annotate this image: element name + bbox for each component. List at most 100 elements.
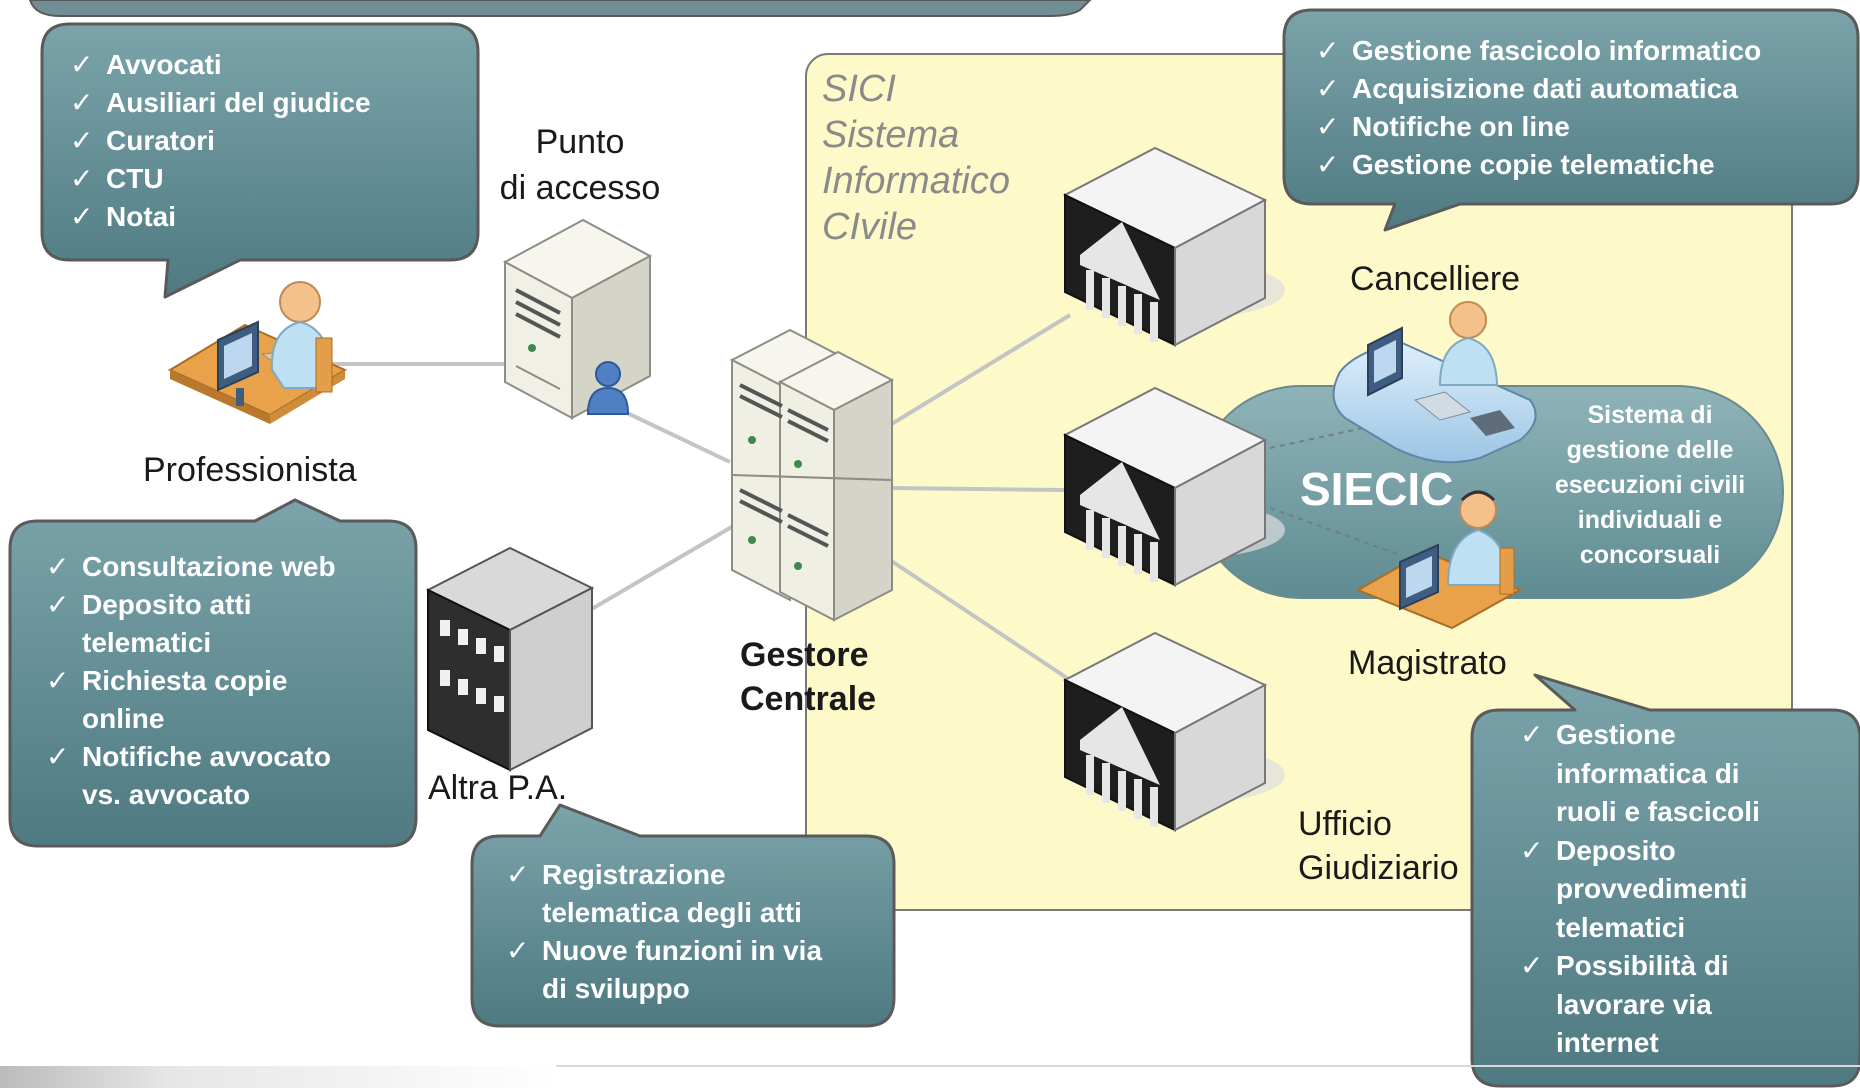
callout-item-text: informatica di [1556, 757, 1740, 789]
callout-item: ✓ Registrazione telematica degli atti [506, 856, 822, 932]
callout-item-text: ruoli e fascicoli [1556, 796, 1760, 827]
callout-item-text: Richiesta copie [82, 665, 288, 696]
check-icon: ✓ [506, 859, 530, 890]
callout-item: ✓ Notifiche on line [1316, 108, 1761, 146]
callout-item-text: Registrazione [542, 859, 726, 890]
label-line: di accesso [499, 169, 661, 207]
callout-item: ✓ Curatori [70, 122, 371, 160]
callout-item-text: telematici [1556, 911, 1686, 943]
callout-item-text: telematica degli atti [542, 897, 802, 928]
judge-workstation-icon [1355, 490, 1523, 630]
callout-item-text: Curatori [106, 125, 215, 156]
check-icon: ✓ [1520, 719, 1544, 750]
label-gestore-centrale: Gestore Centrale [740, 633, 876, 721]
callout-item-text: Notifiche avvocato [82, 741, 331, 772]
callout-item: ✓Acquisizione dati automatica [1316, 70, 1761, 108]
callout-item: ✓ Richiesta copie online [46, 662, 336, 738]
link-gestore-court2 [889, 486, 1066, 492]
check-icon: ✓ [46, 665, 70, 696]
check-icon: ✓ [1316, 35, 1340, 66]
callout-item-text: Possibilità di [1556, 950, 1729, 981]
server-cluster-icon [729, 328, 895, 622]
callout-clerk-shape [1282, 8, 1860, 232]
check-icon: ✓ [46, 589, 70, 620]
callout-item-text: Consultazione web [82, 551, 336, 582]
siecic-description: Sistema di gestione delle esecuzioni civ… [1530, 398, 1770, 573]
user-workstation-icon [167, 281, 348, 424]
callout-item-text: Gestione copie telematiche [1352, 149, 1715, 180]
callout-item: ✓ Notifiche avvocato vs. avvocato [46, 738, 336, 814]
callout-item-text: Ausiliari del giudice [106, 87, 371, 118]
callout-registration-shape [470, 803, 896, 1028]
check-icon: ✓ [70, 87, 94, 118]
siecic-line: Sistema di [1587, 401, 1713, 429]
callout-item: ✓Avvocati [70, 46, 371, 84]
callout-registration: ✓ Registrazione telematica degli atti ✓Nuo… [506, 856, 822, 1008]
server-user-icon [502, 218, 653, 420]
courthouse-icon [1062, 386, 1285, 587]
callout-item: ✓ Gestione fascicolo informatico [1316, 32, 1761, 70]
callout-professionals: ✓Avvocati ✓Ausiliari del giudice ✓Curato… [70, 46, 371, 236]
callout-item-text: vs. avvocato [82, 779, 251, 810]
sici-title: SICI Sistema Informatico CIvile [822, 66, 1010, 250]
check-icon: ✓ [1520, 950, 1544, 981]
callout-item-text: di sviluppo [542, 973, 690, 1004]
connection-lines [330, 313, 1072, 682]
callout-item-text: Gestione fascicolo informatico [1352, 35, 1762, 66]
callout-item-text: Notifiche on line [1352, 111, 1570, 142]
callout-item-text: lavorare via [1556, 988, 1712, 1020]
callout-item-text: internet [1556, 1027, 1659, 1058]
callout-item-text: Notai [106, 201, 176, 232]
sici-line: Sistema [822, 114, 960, 156]
building-icon [425, 546, 595, 772]
callout-web-shape [8, 498, 418, 848]
check-icon: ✓ [1316, 149, 1340, 180]
label-altra-pa: Altra P.A. [428, 769, 568, 807]
courthouse-icon [1062, 631, 1285, 832]
callout-item-text: telematici [82, 627, 212, 658]
label-cancelliere: Cancelliere [1350, 260, 1521, 298]
label-ufficio-giudiziario: Ufficio Giudiziario [1298, 802, 1459, 890]
check-icon: ✓ [1316, 111, 1340, 142]
label-line: Punto [535, 123, 625, 161]
label-magistrato: Magistrato [1348, 644, 1507, 682]
check-icon: ✓ [1520, 834, 1544, 866]
callout-judge-shape [1470, 673, 1860, 1088]
siecic-dashed-links [1269, 417, 1411, 556]
callout-item: ✓ Ausiliari del giudice [70, 84, 371, 122]
callout-item-text: CTU [106, 163, 164, 194]
clerk-desk-icon [1332, 301, 1537, 464]
callout-professionals-shape [40, 22, 480, 299]
label-line: Ufficio [1298, 805, 1392, 843]
callout-item: ✓Notai [70, 198, 371, 236]
label-professionista: Professionista [143, 451, 357, 489]
callout-item-text: provvedimenti [1556, 873, 1748, 904]
check-icon: ✓ [70, 125, 94, 156]
check-icon: ✓ [70, 163, 94, 194]
siecic-line: gestione delle [1566, 436, 1734, 464]
sici-line: SICI [822, 68, 896, 110]
sici-line: CIvile [822, 206, 918, 248]
siecic-line: concorsuali [1579, 541, 1721, 569]
sici-line: Informatico [822, 160, 1010, 202]
callout-item-text: online [82, 703, 165, 734]
label-punto-di-accesso-2: di accesso [488, 168, 672, 209]
label-line: Giudiziario [1298, 849, 1459, 887]
callout-item: ✓ Possibilità di lavorare via internet [1520, 947, 1760, 1063]
siecic-line: esecuzioni civili [1554, 471, 1746, 499]
check-icon: ✓ [46, 551, 70, 582]
check-icon: ✓ [46, 741, 70, 772]
callout-item: ✓ Consultazione web [46, 548, 336, 586]
top-strip [28, 0, 1092, 17]
link-altra-gestore [588, 523, 737, 612]
callout-item-text: Avvocati [106, 49, 222, 80]
callout-clerk-functions: ✓ Gestione fascicolo informatico ✓Acquisi… [1316, 32, 1761, 184]
label-line: Gestore [740, 636, 869, 674]
